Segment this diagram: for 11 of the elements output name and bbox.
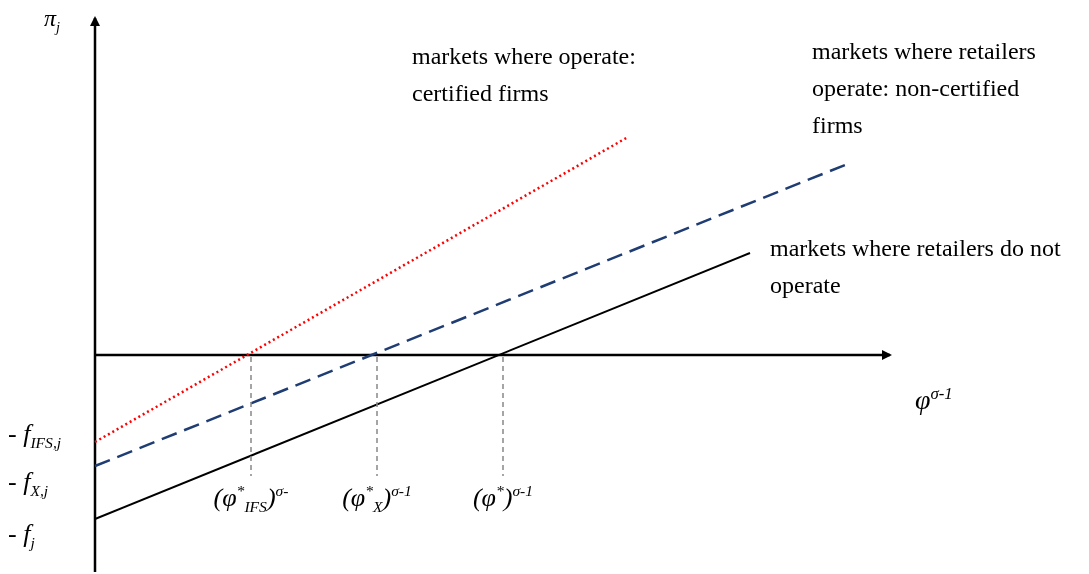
threshold-label: (φ$^{*}$$_{X}$)$^{σ-1}$ xyxy=(341,481,413,518)
intercept-label: - f$_{j}$ xyxy=(8,518,35,554)
threshold-label: (φ$^{*}$$_{IFS}$)$^{σ-}$ xyxy=(212,481,290,518)
curve-label: markets where retailers operate: non-certified firms xyxy=(812,37,1037,141)
intercept-label: - f$_{X,j}$ xyxy=(8,466,49,502)
curve-label: markets where retailers do not operate xyxy=(770,234,1062,301)
axis-label: π$_{j}$ xyxy=(44,4,61,37)
intercept-label: - f$_{IFS,j}$ xyxy=(8,418,62,454)
threshold-label: (φ$^{*}$)$^{σ-1}$ xyxy=(471,481,535,514)
axis-label: φ$^{σ-1}$ xyxy=(915,382,953,417)
curve-label: markets where operate: certified firms xyxy=(412,42,637,109)
